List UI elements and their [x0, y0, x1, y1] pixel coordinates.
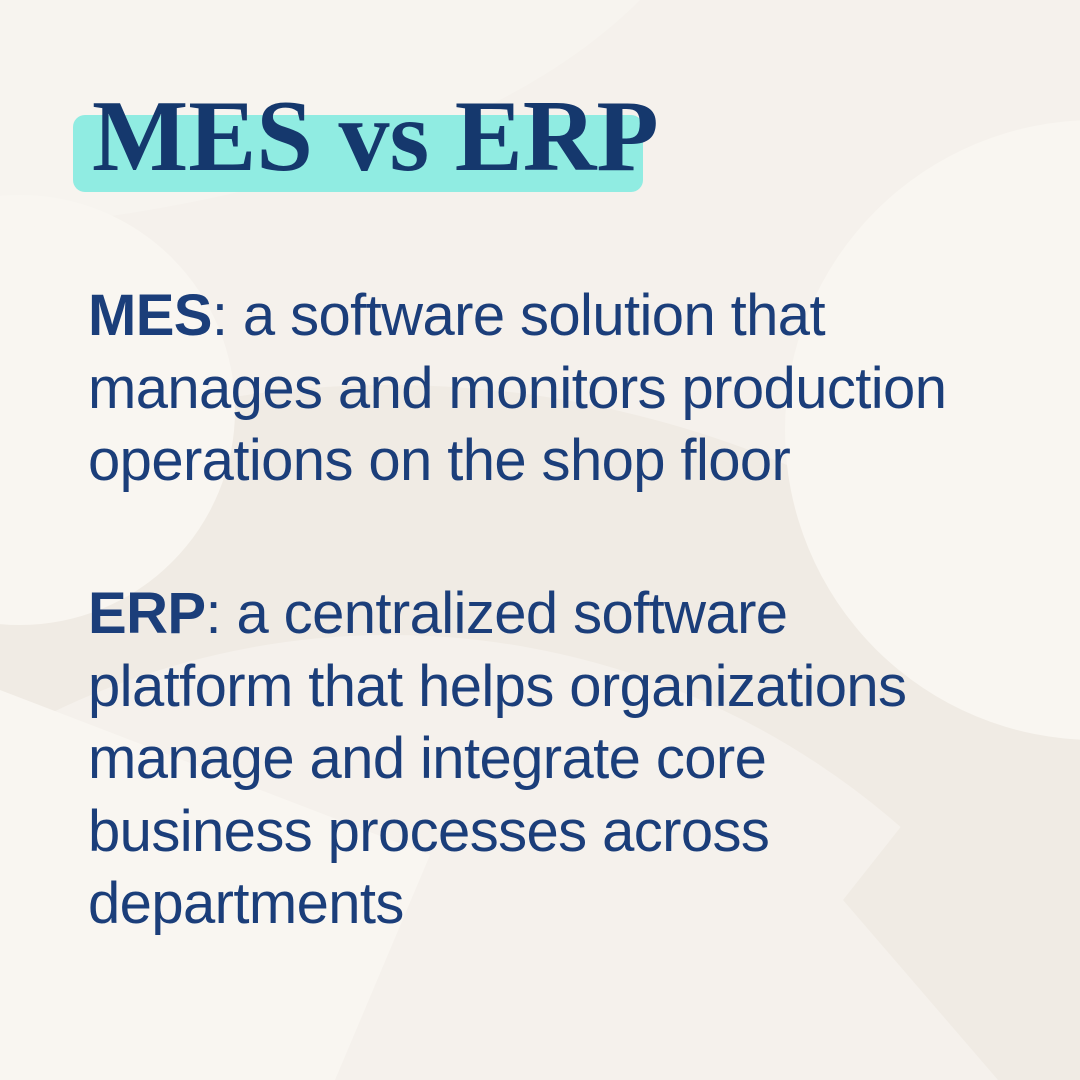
definition-line: platform that helps organizations	[88, 653, 907, 719]
background-light-blob-right	[785, 120, 1080, 740]
definition-line: manage and integrate core	[88, 726, 767, 791]
mes-definition: MES: a software solution that manages an…	[88, 280, 947, 498]
definition-line: MES: a software solution that	[88, 280, 946, 353]
definition-line-text: : a software solution that	[211, 283, 826, 348]
background-curved-band	[0, 385, 1080, 1058]
erp-definition: ERP: a centralized software platform tha…	[88, 578, 907, 941]
definition-line: operations on the shop floor	[88, 428, 791, 493]
definition-line: ERP: a centralized software	[88, 578, 906, 651]
definition-line-text: : a centralized software	[205, 581, 788, 646]
background-light-circle-left	[0, 195, 235, 625]
title-highlight	[73, 115, 643, 192]
definition-line: business processes across	[88, 798, 770, 864]
definition-line: manages and monitors production	[88, 355, 947, 421]
page-title: MES vs ERP	[92, 80, 659, 193]
term-erp: ERP	[88, 581, 206, 646]
background-light-triangle	[0, 690, 430, 1080]
term-mes: MES	[88, 283, 212, 348]
definition-line: departments	[88, 871, 404, 936]
